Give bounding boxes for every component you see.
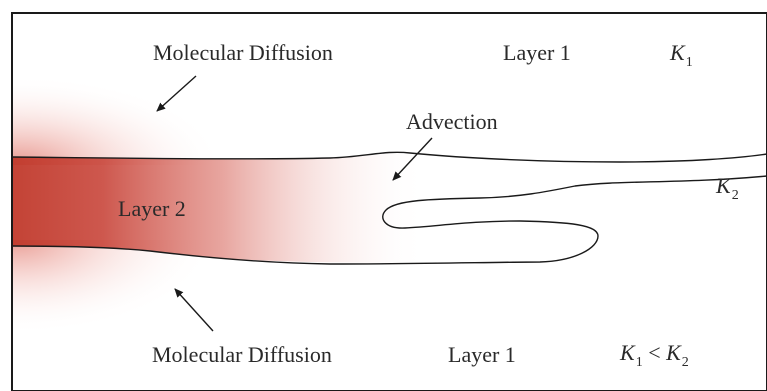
relation-left-subscript: 1: [636, 355, 643, 370]
relation-right-subscript: 2: [682, 355, 689, 370]
label-layer1-bottom: Layer 1: [448, 342, 516, 367]
label-layer2: Layer 2: [118, 196, 186, 221]
k2-symbol: K: [715, 173, 732, 198]
label-advection: Advection: [406, 109, 498, 134]
label-layer1-top: Layer 1: [503, 40, 571, 65]
k1-subscript: 1: [686, 55, 693, 70]
k1-symbol: K: [669, 40, 686, 65]
relation-right-symbol: K: [665, 340, 682, 365]
label-molecular-diffusion-bottom: Molecular Diffusion: [152, 342, 332, 367]
k2-subscript: 2: [732, 188, 739, 203]
label-molecular-diffusion-top: Molecular Diffusion: [153, 40, 333, 65]
relation-operator: <: [643, 340, 666, 365]
relation-left-symbol: K: [619, 340, 636, 365]
diffusion-halo-top: [12, 70, 232, 165]
